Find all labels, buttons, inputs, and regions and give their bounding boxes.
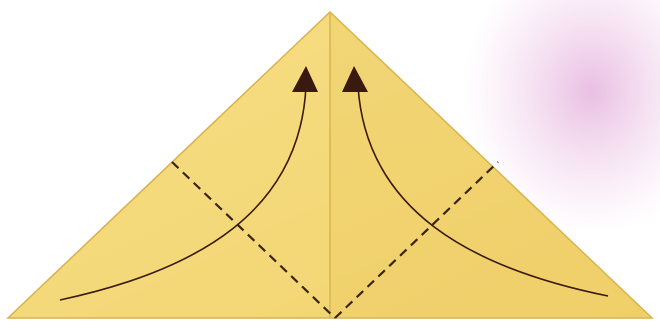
origami-fold-diagram-svg xyxy=(0,0,660,324)
origami-diagram xyxy=(0,0,660,324)
